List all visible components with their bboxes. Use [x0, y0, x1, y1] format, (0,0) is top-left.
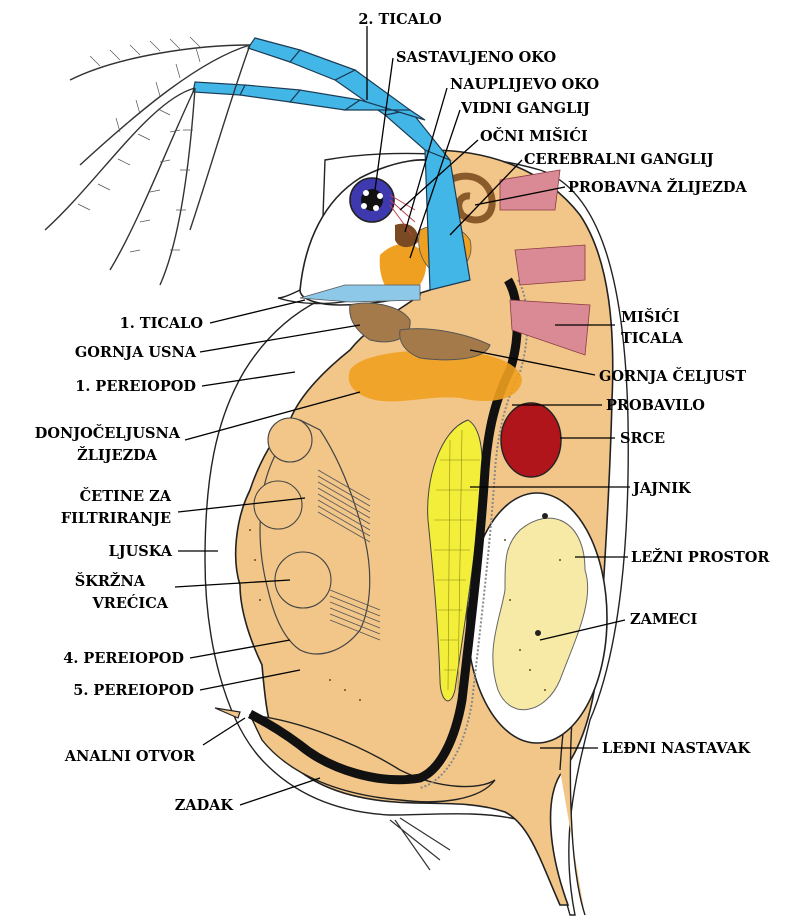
label-zameci: ZAMECI	[630, 611, 697, 628]
label-nauplijevo-oko: NAUPLIJEVO OKO	[450, 76, 599, 93]
antenna-setae	[45, 45, 250, 285]
label-2-ticalo: 2. TICALO	[358, 11, 442, 28]
label-5-pereiopod: 5. PEREIOPOD	[73, 682, 194, 699]
postabdominal-claw	[215, 708, 240, 718]
label-1-pereiopod: 1. PEREIOPOD	[75, 378, 196, 395]
label-4-pereiopod: 4. PEREIOPOD	[63, 650, 184, 667]
label-gornja-celjust: GORNJA ČELJUST	[599, 367, 746, 385]
label-ocni-misici: OČNI MIŠIĆI	[480, 127, 588, 145]
label-gornja-usna: GORNJA USNA	[75, 344, 197, 361]
daphnia-illustration	[45, 37, 628, 915]
label-donjoceljusna-line1: DONJOČELJUSNA	[35, 424, 181, 442]
compound-eye	[350, 178, 394, 222]
leader-analni-otvor	[203, 718, 245, 745]
label-zadak: ZADAK	[175, 797, 235, 814]
label-lezni-prostor: LEŽNI PROSTOR	[631, 548, 770, 566]
label-misici-ticala-line2: TICALA	[621, 330, 684, 347]
label-ljuska: LJUSKA	[109, 543, 173, 560]
label-1-ticalo: 1. TICALO	[120, 315, 204, 332]
label-cerebralni-ganglij: CEREBRALNI GANGLIJ	[524, 151, 714, 168]
label-analni-otvor: ANALNI OTVOR	[64, 748, 196, 765]
label-probavilo: PROBAVILO	[606, 397, 705, 414]
label-misici-ticala-line1: MIŠIĆI	[621, 308, 680, 326]
limb-lobe	[268, 418, 312, 462]
label-probavna-zlijezda: PROBAVNA ŽLIJEZDA	[568, 178, 747, 196]
heart	[501, 403, 561, 477]
leader-zadak	[240, 778, 320, 805]
leader-pereiopod-1	[202, 372, 295, 386]
limb-lobe	[254, 481, 302, 529]
label-ledni-nastavak: LEĐNI NASTAVAK	[602, 740, 752, 757]
embryo-eye	[542, 513, 548, 519]
label-vidni-ganglij: VIDNI GANGLIJ	[460, 100, 590, 117]
leader-ticalo-1	[210, 300, 305, 323]
label-srce: SRCE	[620, 430, 665, 447]
label-cetine-line2: FILTRIRANJE	[61, 510, 171, 527]
label-skrzna-line2: VREĆICA	[92, 594, 169, 612]
embryo-eye	[535, 630, 541, 636]
label-sastavljeno-oko: SASTAVLJENO OKO	[396, 49, 557, 66]
abdominal-setae	[390, 818, 450, 870]
label-jajnik: JAJNIK	[631, 480, 692, 497]
leader-gornja-usna	[200, 325, 360, 352]
label-cetine-line1: ČETINE ZA	[80, 487, 172, 505]
label-skrzna-line1: ŠKRŽNA	[75, 572, 146, 590]
label-donjoceljusna-line2: ŽLIJEZDA	[77, 446, 158, 464]
